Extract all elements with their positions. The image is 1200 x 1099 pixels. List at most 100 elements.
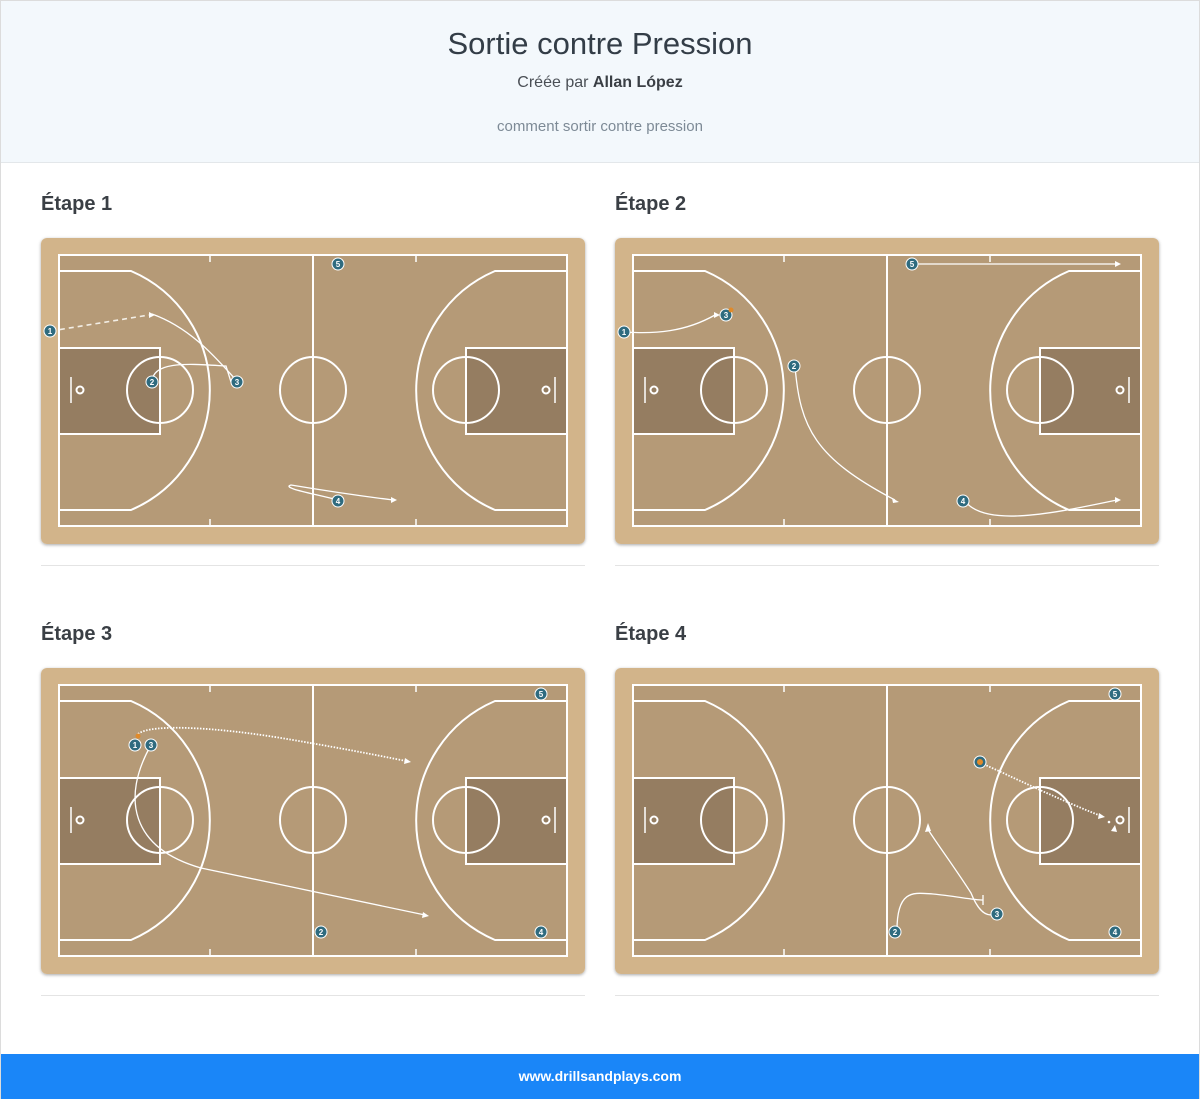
- players: 1 2 3 4 5: [128, 687, 548, 939]
- step-4: Étape 4 2 3 4 5: [615, 623, 1159, 996]
- left-basket: [649, 385, 659, 395]
- player-3[interactable]: 3: [144, 738, 158, 752]
- player-2[interactable]: 2: [787, 359, 801, 373]
- court-diagram: 2 3 4 5: [615, 668, 1159, 974]
- player-5[interactable]: 5: [1108, 687, 1122, 701]
- svg-text:2: 2: [792, 362, 797, 371]
- player-4[interactable]: 4: [1108, 925, 1122, 939]
- court-svg: 2 3 4 5: [615, 668, 1159, 974]
- right-basket: [1115, 385, 1125, 395]
- page-title: Sortie contre Pression: [447, 26, 753, 61]
- player-1[interactable]: 1: [43, 324, 57, 338]
- player-4[interactable]: 4: [956, 494, 970, 508]
- players: 2 3 4 5: [888, 687, 1122, 939]
- byline: Créée par Allan López: [1, 74, 1199, 92]
- svg-text:4: 4: [336, 497, 341, 506]
- player-1[interactable]: 1: [617, 325, 631, 339]
- svg-text:3: 3: [995, 910, 1000, 919]
- left-free-throw-circle: [700, 786, 768, 854]
- player-3[interactable]: 3: [230, 375, 244, 389]
- player-4[interactable]: 4: [331, 494, 345, 508]
- divider: [41, 995, 585, 996]
- svg-text:3: 3: [235, 378, 240, 387]
- byline-prefix: Créée par: [517, 74, 589, 91]
- svg-text:1: 1: [48, 327, 53, 336]
- center-circle: [853, 356, 921, 424]
- court-markings: [615, 668, 1159, 974]
- svg-text:3: 3: [149, 741, 154, 750]
- svg-text:4: 4: [539, 928, 544, 937]
- play-description: comment sortir contre pression: [497, 118, 703, 135]
- svg-text:2: 2: [893, 928, 898, 937]
- player-3[interactable]: 3: [990, 907, 1004, 921]
- play-lines: [134, 726, 429, 918]
- court-svg: 1 2 3 4 5: [41, 238, 585, 544]
- player-5[interactable]: 5: [534, 687, 548, 701]
- page-header: Sortie contre Pression Créée par Allan L…: [1, 1, 1199, 163]
- left-three-point-line: [59, 700, 211, 941]
- right-free-throw-circle: [1006, 356, 1074, 424]
- svg-text:2: 2: [150, 378, 155, 387]
- left-three-point-line: [59, 270, 211, 511]
- svg-text:4: 4: [1113, 928, 1118, 937]
- left-free-throw-circle: [700, 356, 768, 424]
- player-2[interactable]: 2: [145, 375, 159, 389]
- divider: [41, 565, 585, 566]
- center-circle: [279, 786, 347, 854]
- play-lines: [896, 762, 1117, 931]
- player-2[interactable]: 2: [888, 925, 902, 939]
- right-free-throw-circle: [432, 356, 500, 424]
- step-2: Étape 2 1 2 3 4 5: [615, 193, 1159, 566]
- step-title: Étape 1: [41, 193, 113, 215]
- right-three-point-line: [415, 270, 567, 511]
- player-3[interactable]: 3: [719, 308, 733, 322]
- ball-icon: [135, 733, 141, 739]
- court-markings: [41, 668, 585, 974]
- player-4[interactable]: 4: [534, 925, 548, 939]
- court-svg: 1 2 3 4 5: [615, 238, 1159, 544]
- right-free-throw-circle: [432, 786, 500, 854]
- ball-icon: [977, 759, 983, 765]
- right-basket: [541, 815, 551, 825]
- step-1: Étape 1 1 2 3 4 5: [41, 193, 585, 566]
- court-svg: 1 2 3 4 5: [41, 668, 585, 974]
- play-lines: [624, 261, 1121, 517]
- left-basket: [75, 385, 85, 395]
- svg-text:4: 4: [961, 497, 966, 506]
- svg-text:1: 1: [133, 741, 138, 750]
- ball-icon: [728, 307, 734, 313]
- divider: [615, 565, 1159, 566]
- svg-text:1: 1: [622, 328, 627, 337]
- step-3: Étape 3 1 2 3 4 5: [41, 623, 585, 996]
- author-name: Allan López: [592, 74, 683, 91]
- right-basket: [1115, 815, 1125, 825]
- court-diagram: 1 2 3 4 5: [615, 238, 1159, 544]
- svg-text:5: 5: [336, 260, 341, 269]
- right-three-point-line: [989, 700, 1141, 941]
- player-5[interactable]: 5: [905, 257, 919, 271]
- player-1[interactable]: 1: [128, 738, 142, 752]
- left-three-point-line: [633, 700, 785, 941]
- left-basket: [649, 815, 659, 825]
- site-footer[interactable]: www.drillsandplays.com: [1, 1054, 1199, 1099]
- right-basket: [541, 385, 551, 395]
- players: 1 2 3 4 5: [43, 257, 345, 508]
- right-three-point-line: [415, 700, 567, 941]
- step-title: Étape 2: [615, 193, 687, 215]
- svg-text:3: 3: [724, 311, 729, 320]
- divider: [615, 995, 1159, 996]
- player-5[interactable]: 5: [331, 257, 345, 271]
- players: 1 2 3 4 5: [617, 257, 970, 508]
- court-markings: [41, 238, 585, 544]
- right-free-throw-circle: [1006, 786, 1074, 854]
- left-free-throw-circle: [126, 786, 194, 854]
- center-circle: [279, 356, 347, 424]
- court-diagram: 1 2 3 4 5: [41, 238, 585, 544]
- center-circle: [853, 786, 921, 854]
- player-2[interactable]: 2: [314, 925, 328, 939]
- svg-text:5: 5: [910, 260, 915, 269]
- court-markings: [615, 238, 1159, 544]
- left-three-point-line: [633, 270, 785, 511]
- svg-text:5: 5: [1113, 690, 1118, 699]
- svg-text:5: 5: [539, 690, 544, 699]
